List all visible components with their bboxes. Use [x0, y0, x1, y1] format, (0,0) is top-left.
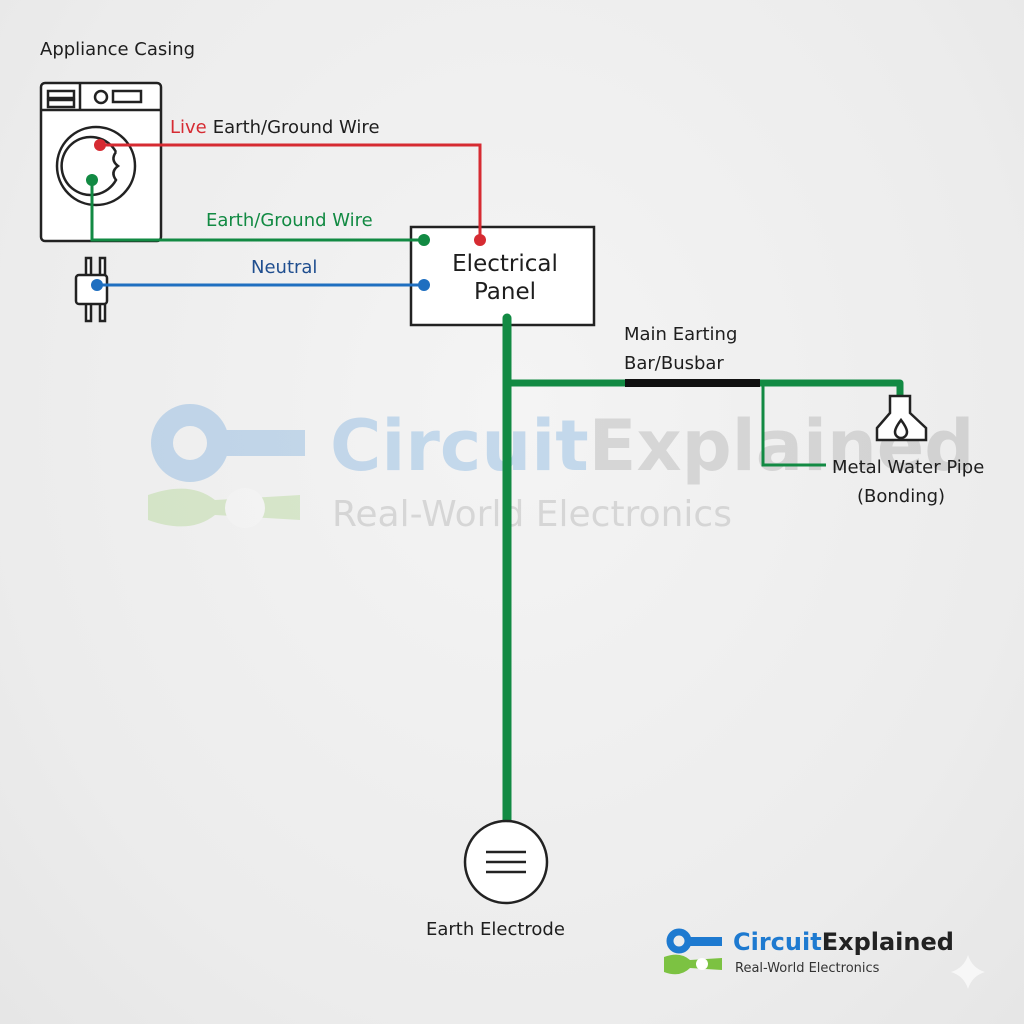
pipe-label-line2: (Bonding): [857, 486, 945, 507]
electrical-panel: [409, 225, 596, 327]
electrode-label: Earth Electrode: [426, 919, 565, 940]
panel-earth-terminal: [418, 234, 430, 246]
panel-live-terminal: [474, 234, 486, 246]
logo-tagline: Real-World Electronics: [735, 961, 880, 976]
plug-icon: [74, 256, 109, 323]
watermark-tagline: Real-World Electronics: [332, 494, 732, 535]
pipe-label-line1: Metal Water Pipe: [832, 457, 984, 478]
plug-neutral-terminal: [91, 279, 103, 291]
water-pipe-icon: [875, 394, 928, 442]
watermark-logo-icon: [148, 404, 305, 528]
live-label-suffix: Earth/Ground Wire: [213, 117, 380, 138]
brand-logo-icon: [664, 928, 722, 975]
earth-electrode-icon: [463, 819, 549, 905]
panel-neutral-terminal: [418, 279, 430, 291]
panel-label-line1: Electrical: [452, 251, 558, 277]
logo-brand-b: Explained: [822, 928, 954, 956]
earth-terminal: [86, 174, 98, 186]
live-wire: [97, 143, 482, 240]
watermark-brand-a: Circuit: [330, 405, 589, 487]
logo-brand-a: Circuit: [733, 928, 822, 956]
washing-machine-icon: [39, 81, 163, 243]
live-terminal: [94, 139, 106, 151]
appliance-label: Appliance Casing: [40, 39, 195, 60]
sparkle-icon: [951, 955, 985, 989]
brand-logo: CircuitExplained Real-World Electronics: [664, 928, 954, 976]
svg-text:CircuitExplained: CircuitExplained: [733, 928, 954, 956]
earth-wire: [90, 180, 424, 242]
busbar-label-line1: Main Earting: [624, 324, 737, 345]
live-label-prefix: Live: [170, 117, 207, 138]
busbar-label-line2: Bar/Busbar: [624, 353, 724, 374]
bonding-leader: [761, 385, 826, 467]
neutral-label: Neutral: [251, 257, 317, 278]
earth-wire-label: Earth/Ground Wire: [206, 210, 373, 231]
panel-label-line2: Panel: [474, 279, 536, 305]
